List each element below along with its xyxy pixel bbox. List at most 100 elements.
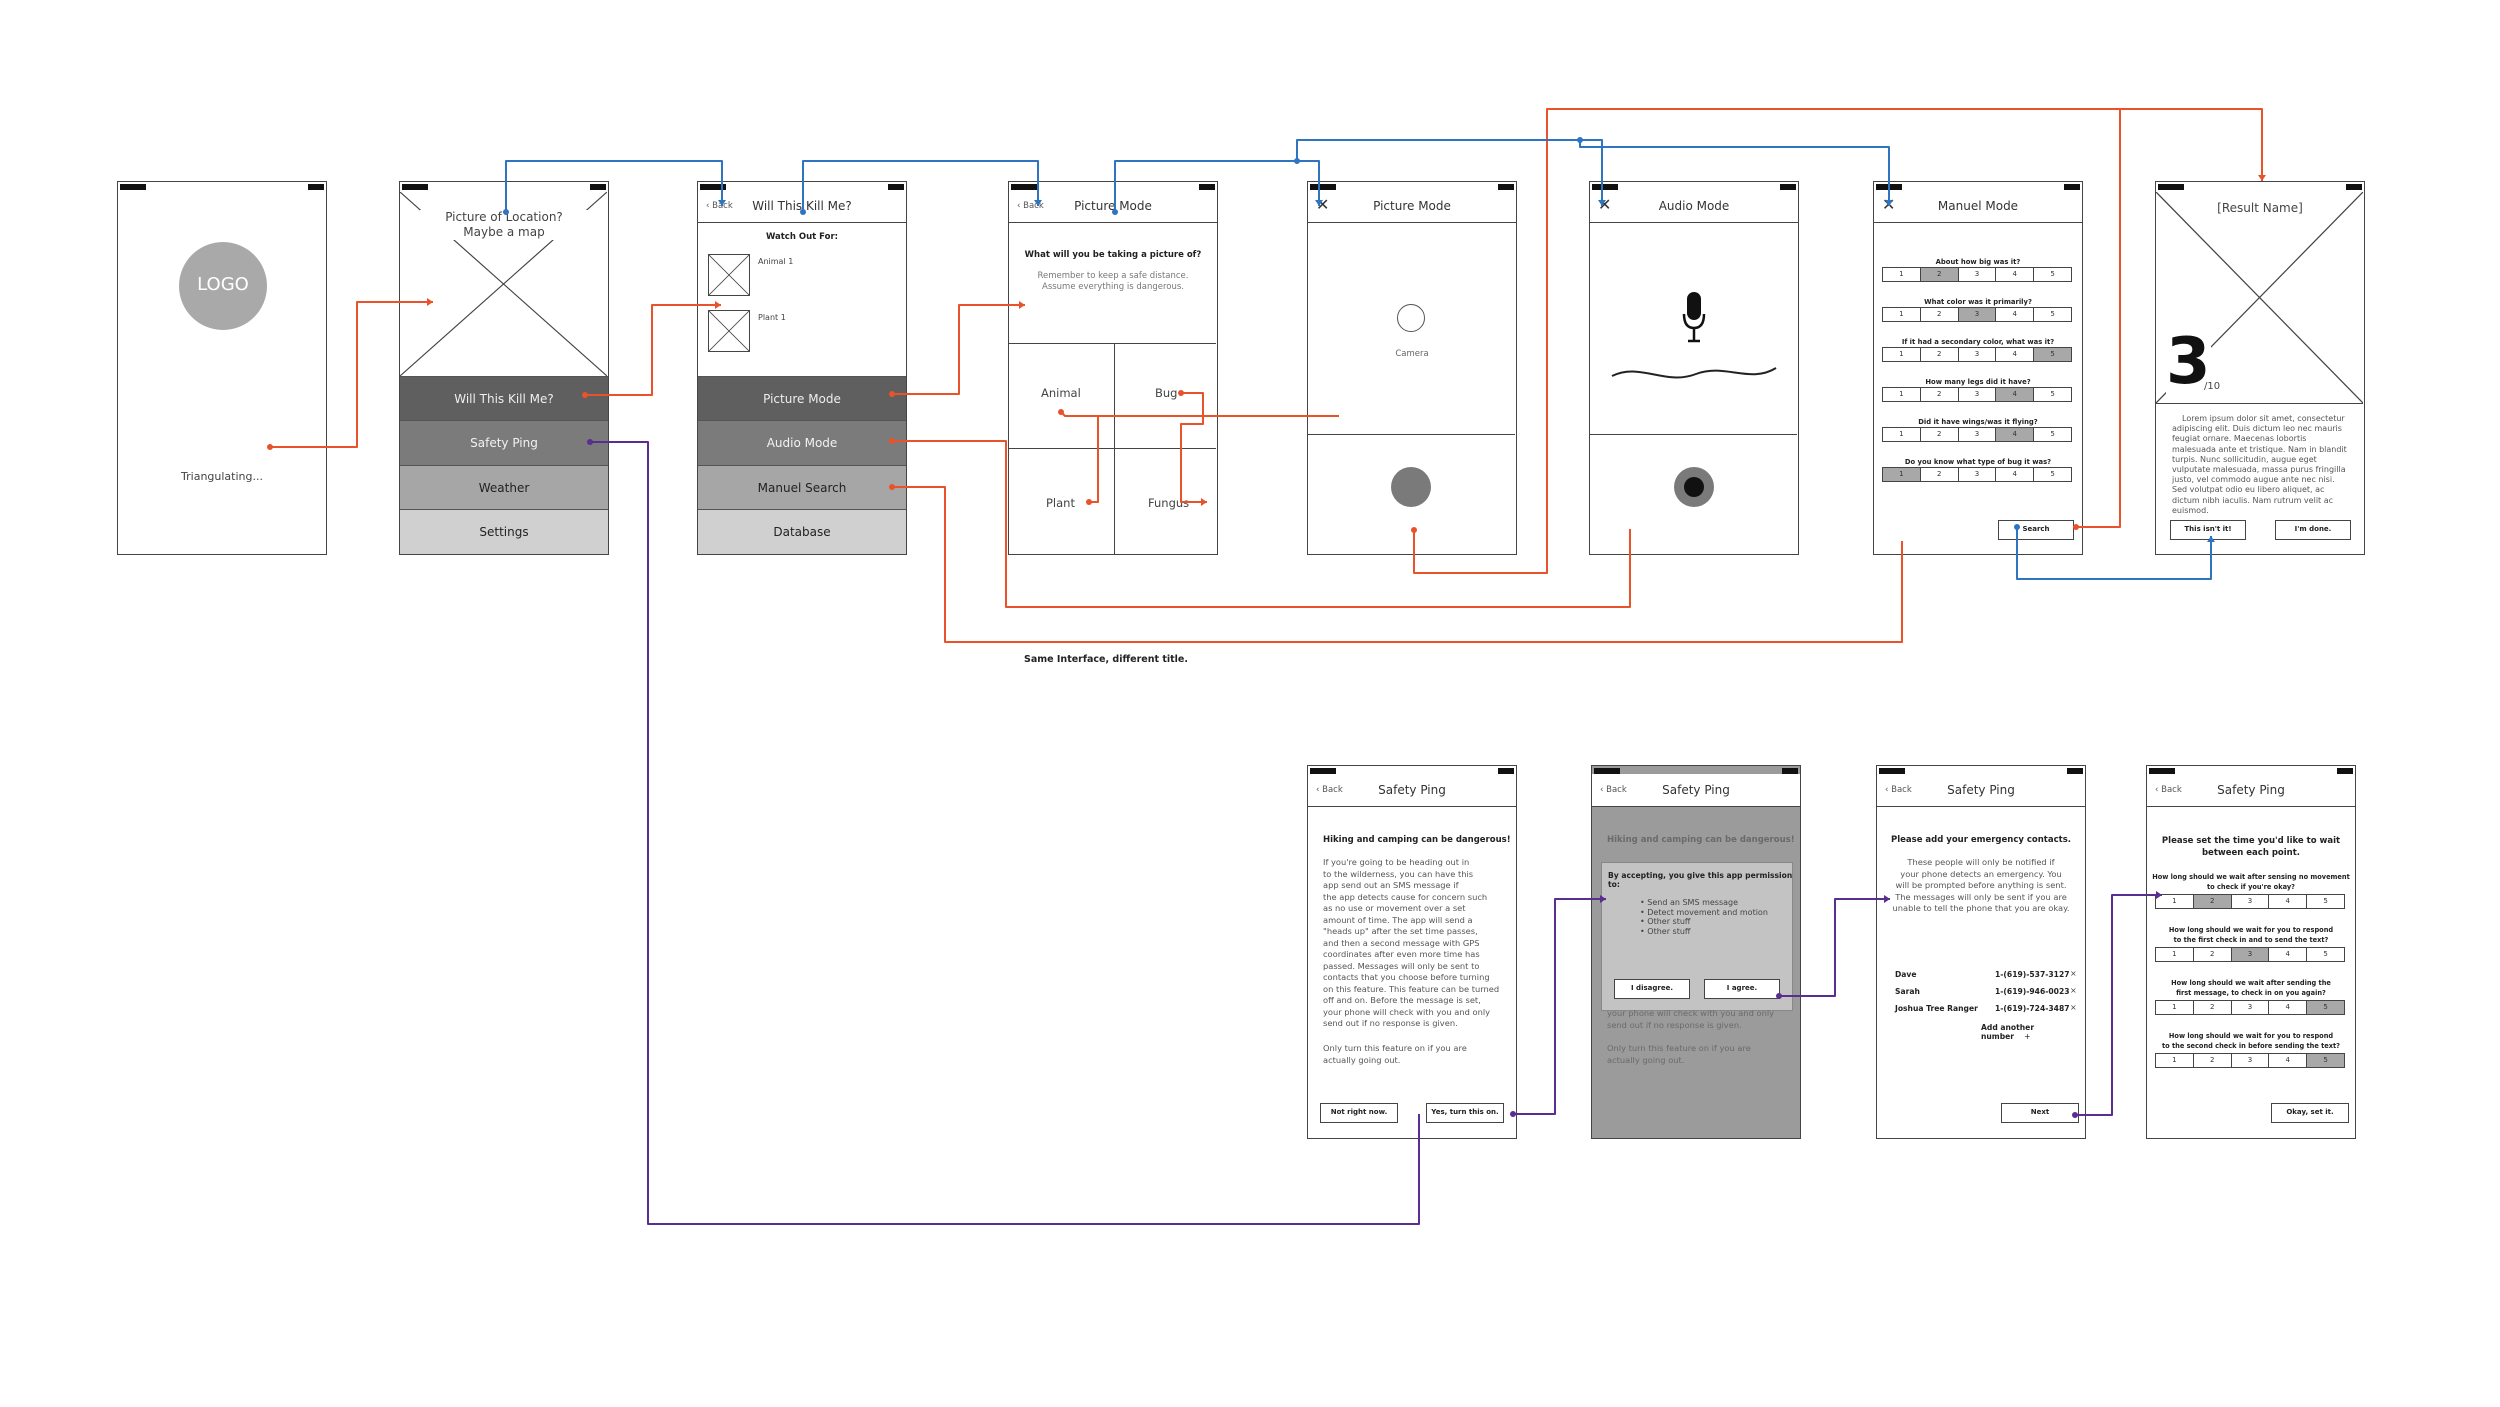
rating-option[interactable]: 4 [1995, 427, 2035, 442]
tile-database[interactable]: Database [698, 509, 906, 554]
rating-option[interactable]: 1 [1882, 387, 1921, 402]
plus-icon[interactable]: + [2024, 1032, 2031, 1041]
option-animal[interactable]: Animal [1041, 386, 1081, 400]
rating-option[interactable]: 1 [2155, 1053, 2194, 1068]
set-button[interactable]: Okay, set it. [2271, 1103, 2349, 1123]
add-number-link[interactable]: Add another number+ [1981, 1023, 2035, 1041]
option-bug[interactable]: Bug [1155, 386, 1178, 400]
rating-option[interactable]: 2 [1919, 307, 1959, 322]
rating-option[interactable]: 5 [2033, 467, 2072, 482]
not-it-button[interactable]: This isn't it! [2170, 520, 2246, 540]
rating-option[interactable]: 4 [1995, 387, 2035, 402]
rating-option[interactable]: 1 [1882, 307, 1921, 322]
rating-option[interactable]: 3 [1957, 267, 1997, 282]
rating-option[interactable]: 3 [2230, 1053, 2270, 1068]
rating-option[interactable]: 4 [2268, 894, 2308, 909]
nav-bar: ‹ Back Safety Ping [1592, 774, 1800, 807]
tile-manuel-search[interactable]: Manuel Search [698, 465, 906, 510]
tile-picture-mode[interactable]: Picture Mode [698, 376, 906, 421]
option-plant[interactable]: Plant [1046, 496, 1075, 510]
status-bar [1879, 768, 2083, 774]
nav-bar: ✕ Picture Mode [1308, 190, 1516, 223]
rating-option[interactable]: 4 [1995, 307, 2035, 322]
rating-option[interactable]: 2 [2192, 1000, 2232, 1015]
check-in-timing-screen: ‹ Back Safety Ping Please set the time y… [2146, 765, 2356, 1139]
rating-option[interactable]: 2 [2192, 894, 2232, 909]
screen-title: Safety Ping [1662, 783, 1730, 797]
nav-bar: ‹ Back Picture Mode [1009, 190, 1217, 223]
rating-option[interactable]: 3 [1957, 427, 1997, 442]
rating-option[interactable]: 3 [2230, 894, 2270, 909]
list-item-plant[interactable]: Plant 1 [758, 313, 786, 322]
question-label: How long should we wait after sensing no… [2152, 873, 2350, 891]
flow-connector [590, 441, 1420, 1225]
rating-option[interactable]: 5 [2306, 947, 2345, 962]
rating-option[interactable]: 4 [2268, 1000, 2308, 1015]
next-button[interactable]: Next [2001, 1103, 2079, 1123]
rating-option[interactable]: 2 [2192, 1053, 2232, 1068]
rating-option[interactable]: 3 [1957, 307, 1997, 322]
back-button[interactable]: ‹ Back [2155, 785, 2182, 795]
result-title: [Result Name] [2196, 201, 2324, 215]
agree-button[interactable]: I agree. [1704, 979, 1780, 999]
rating-option[interactable]: 2 [1919, 427, 1959, 442]
rating-option[interactable]: 2 [1919, 347, 1959, 362]
rating-option[interactable]: 5 [2306, 894, 2345, 909]
rating-option[interactable]: 1 [1882, 467, 1921, 482]
back-button[interactable]: ‹ Back [1600, 785, 1627, 795]
remove-contact-icon[interactable]: × [2070, 969, 2077, 978]
animal-thumbnail[interactable] [708, 254, 750, 296]
rating-option[interactable]: 4 [1995, 467, 2035, 482]
rating-option[interactable]: 2 [1919, 467, 1959, 482]
rating-option[interactable]: 1 [2155, 1000, 2194, 1015]
rating-option[interactable]: 3 [1957, 387, 1997, 402]
back-button[interactable]: ‹ Back [1885, 785, 1912, 795]
remove-contact-icon[interactable]: × [2070, 986, 2077, 995]
rating-option[interactable]: 5 [2033, 267, 2072, 282]
rating-option[interactable]: 2 [1919, 387, 1959, 402]
rating-option[interactable]: 3 [2230, 1000, 2270, 1015]
permission-item: • Send an SMS message [1640, 898, 1739, 907]
list-item-animal[interactable]: Animal 1 [758, 257, 794, 266]
dialog-title: By accepting, you give this app permissi… [1608, 871, 1793, 889]
disagree-button[interactable]: I disagree. [1614, 979, 1690, 999]
logo-text: LOGO [197, 274, 249, 295]
screen-title: Picture Mode [1074, 199, 1152, 213]
rating-option[interactable]: 5 [2306, 1053, 2345, 1068]
rating-option[interactable]: 5 [2033, 387, 2072, 402]
rating-option[interactable]: 1 [2155, 947, 2194, 962]
rating-option[interactable]: 5 [2033, 307, 2072, 322]
plant-thumbnail[interactable] [708, 310, 750, 352]
rating-option[interactable]: 4 [1995, 347, 2035, 362]
rating-option[interactable]: 4 [2268, 1053, 2308, 1068]
rating-option[interactable]: 1 [1882, 347, 1921, 362]
turn-on-button[interactable]: Yes, turn this on. [1426, 1103, 1504, 1123]
nav-bar: ‹ Back Safety Ping [1877, 774, 2085, 807]
tile-will-this-kill-me[interactable]: Will This Kill Me? [400, 376, 608, 421]
record-button[interactable] [1674, 467, 1714, 507]
done-button[interactable]: I'm done. [2275, 520, 2351, 540]
rating-option[interactable]: 5 [2033, 427, 2072, 442]
rating-option[interactable]: 1 [1882, 427, 1921, 442]
rating-option[interactable]: 5 [2033, 347, 2072, 362]
rating-option[interactable]: 3 [2230, 947, 2270, 962]
shutter-button[interactable] [1391, 467, 1431, 507]
option-fungus[interactable]: Fungus [1148, 496, 1190, 510]
search-button[interactable]: Search [1998, 520, 2074, 540]
tile-weather[interactable]: Weather [400, 465, 608, 510]
not-now-button[interactable]: Not right now. [1320, 1103, 1398, 1123]
rating-option[interactable]: 4 [2268, 947, 2308, 962]
rating-option[interactable]: 4 [1995, 267, 2035, 282]
rating-option[interactable]: 1 [2155, 894, 2194, 909]
rating-option[interactable]: 5 [2306, 1000, 2345, 1015]
rating-option[interactable]: 3 [1957, 347, 1997, 362]
status-bar [2149, 768, 2353, 774]
tile-safety-ping[interactable]: Safety Ping [400, 420, 608, 465]
rating-option[interactable]: 3 [1957, 467, 1997, 482]
rating-option[interactable]: 2 [2192, 947, 2232, 962]
remove-contact-icon[interactable]: × [2070, 1003, 2077, 1012]
tile-settings[interactable]: Settings [400, 509, 608, 554]
tile-audio-mode[interactable]: Audio Mode [698, 420, 906, 465]
rating-option[interactable]: 1 [1882, 267, 1921, 282]
rating-option[interactable]: 2 [1919, 267, 1959, 282]
